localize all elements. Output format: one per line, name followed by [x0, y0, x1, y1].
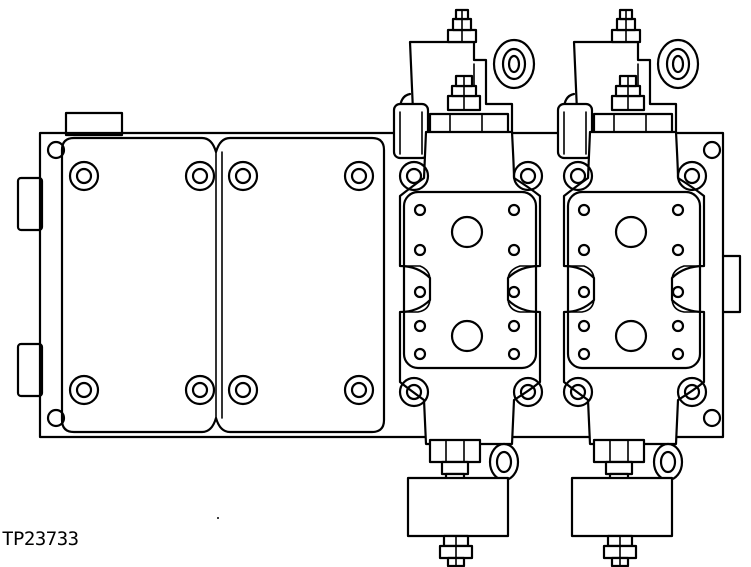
scan-speck — [217, 517, 219, 519]
cover-plates — [60, 136, 386, 434]
figure-caption: TP23733 — [2, 528, 79, 550]
valve-section-right — [556, 8, 708, 567]
cover-bolts — [68, 160, 375, 406]
valve-housing — [16, 111, 742, 439]
valve-section-left — [392, 8, 544, 567]
